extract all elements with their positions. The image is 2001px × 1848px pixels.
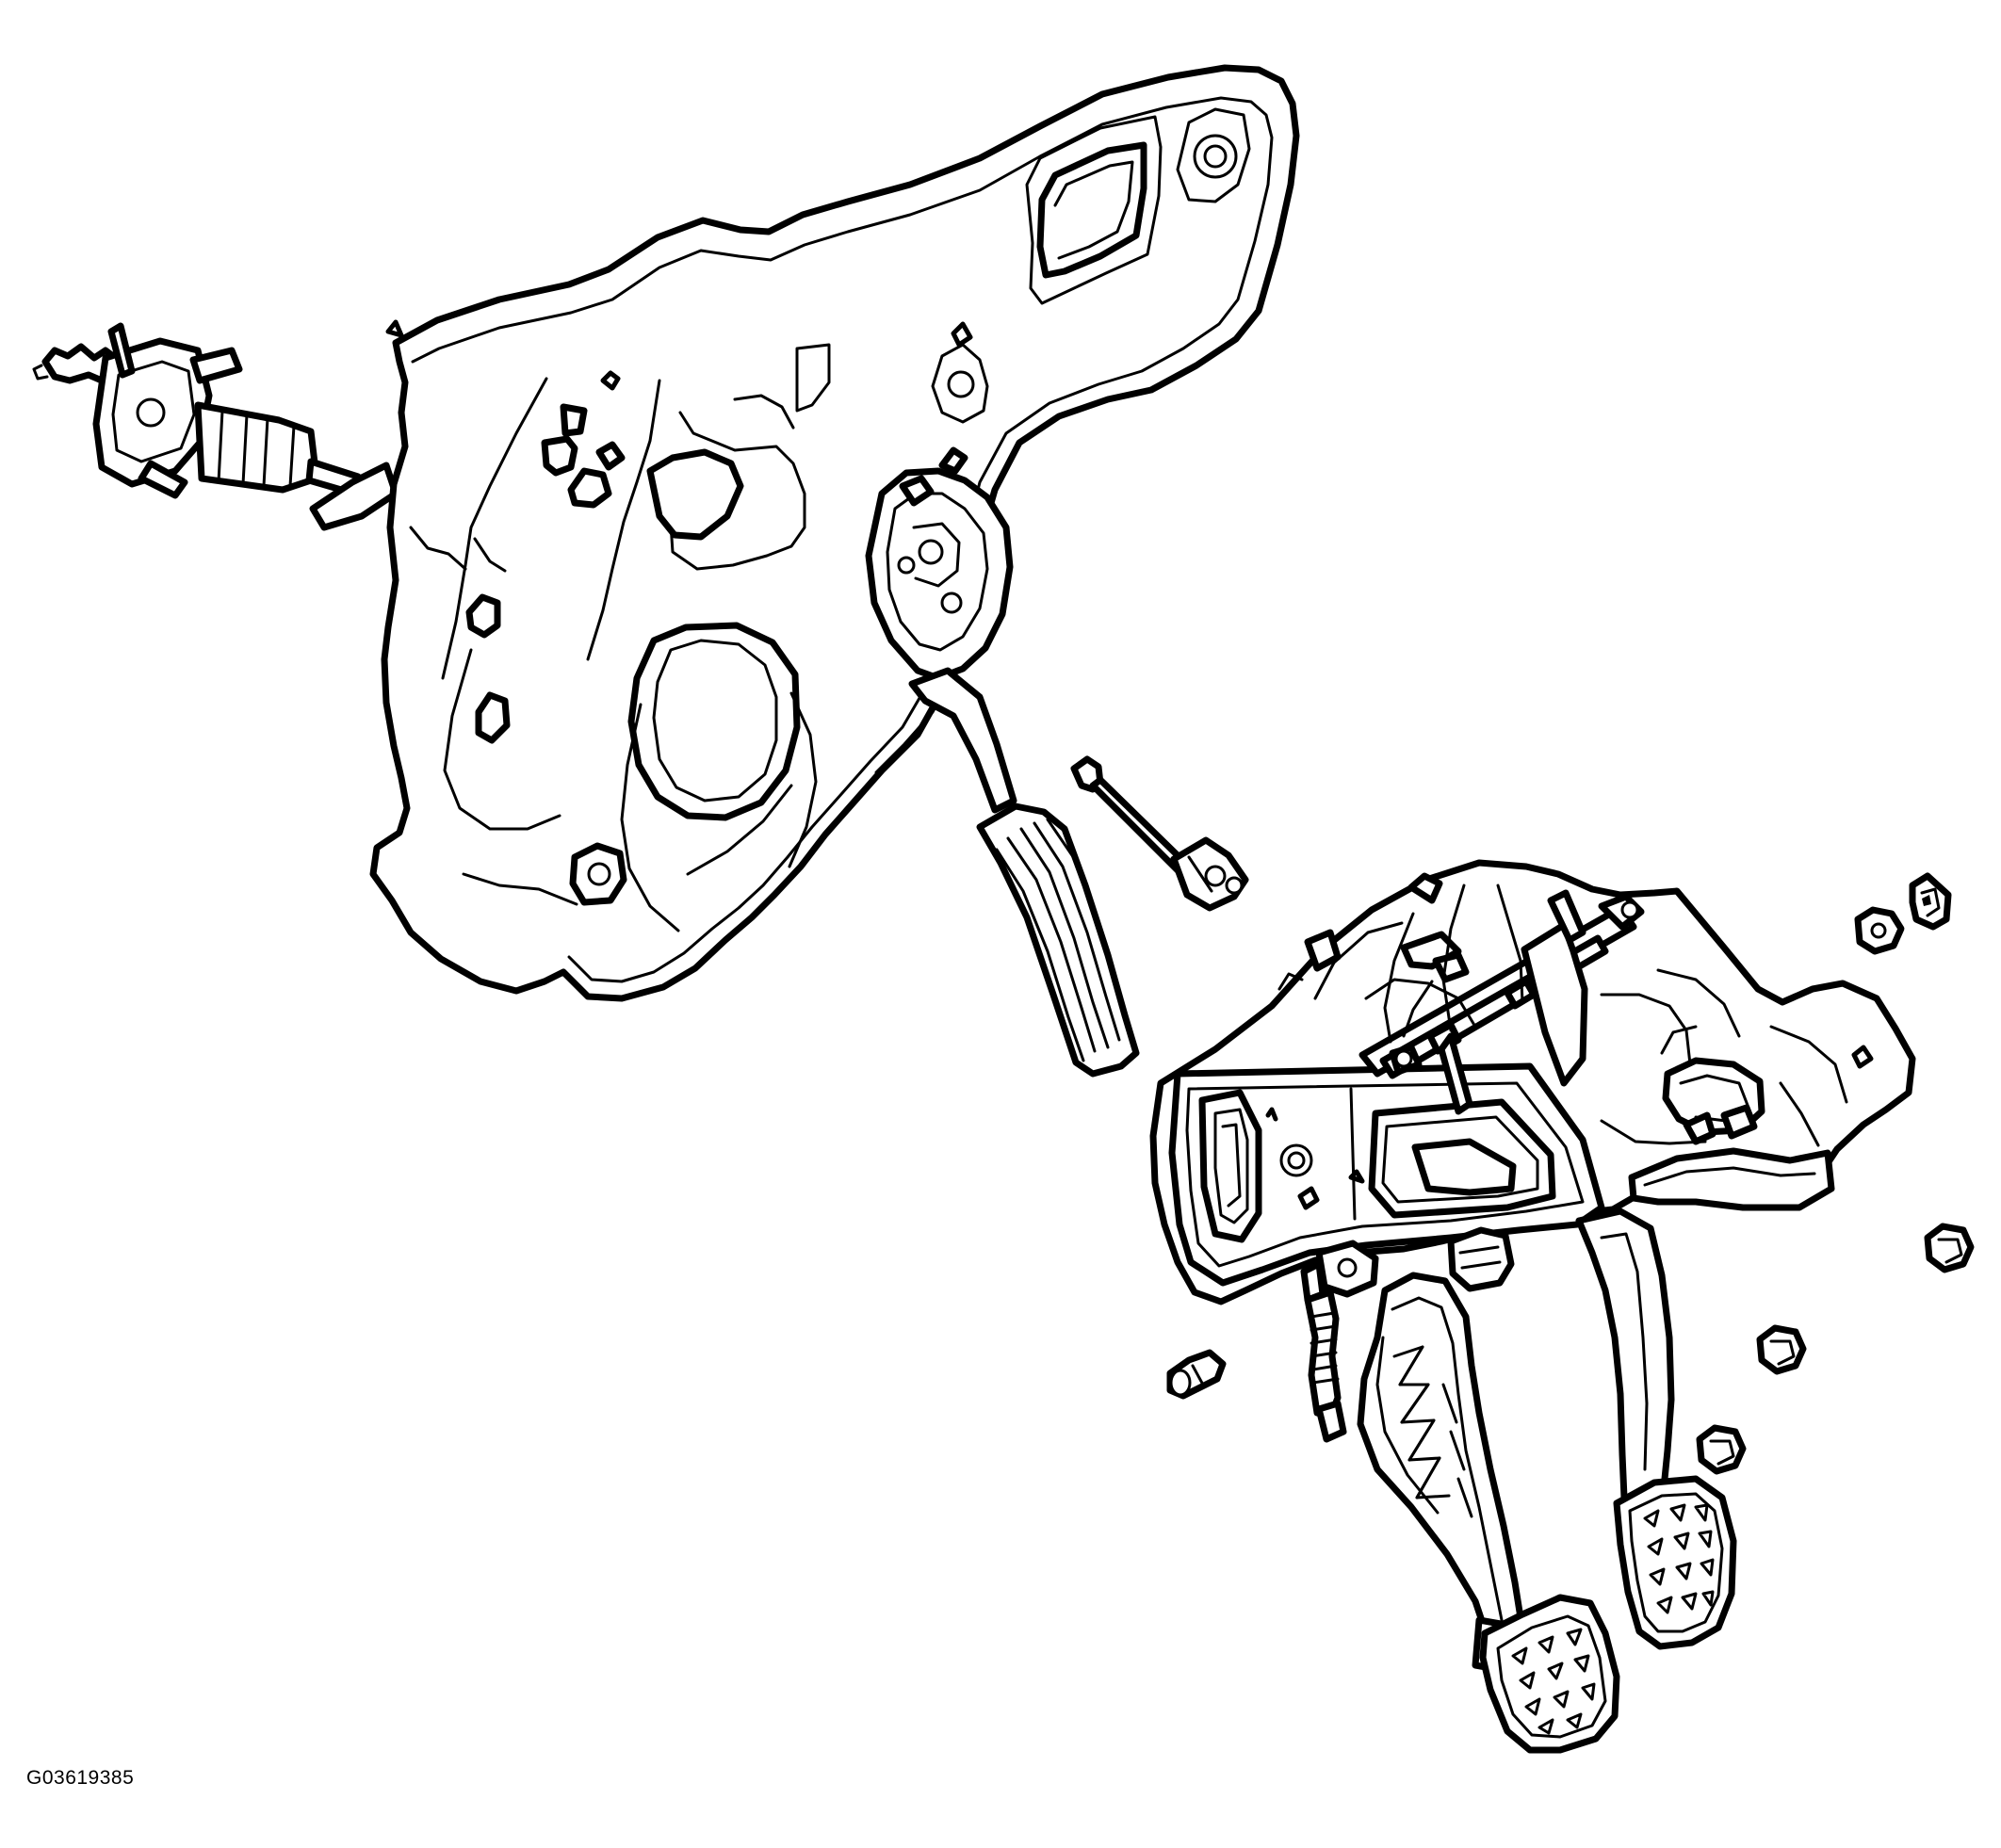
clip-icon bbox=[1909, 872, 1952, 931]
nut-icon bbox=[1854, 906, 1905, 955]
clutch-pedal-icon bbox=[1304, 1272, 1620, 1754]
nut-icon bbox=[1696, 1424, 1747, 1475]
pedal-bracket-assembly-icon bbox=[1149, 859, 1916, 1305]
brake-pedal-icon bbox=[1575, 1208, 1737, 1650]
clutch-master-cylinder-icon bbox=[32, 322, 399, 531]
nut-icon bbox=[1924, 1223, 1975, 1273]
nut-icon bbox=[1756, 1324, 1807, 1375]
mounting-bolt-icon bbox=[1166, 1349, 1227, 1400]
pushrod-pin-icon bbox=[1070, 755, 1249, 912]
figure-id-label: G03619385 bbox=[26, 1767, 135, 1789]
dash-panel-icon bbox=[369, 64, 1300, 1002]
accelerator-pedal-icon bbox=[865, 446, 1140, 1078]
